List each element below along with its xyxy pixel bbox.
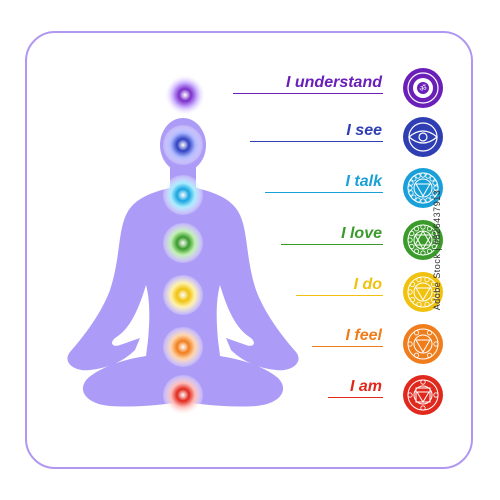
- chakra-line-third-eye: [250, 141, 383, 143]
- chakra-point-solar-plexus: [163, 275, 203, 315]
- chakra-line-root: [328, 397, 383, 399]
- chakra-line-solar-plexus: [296, 295, 383, 297]
- chakra-point-third-eye: [163, 125, 203, 165]
- chakra-point-root: [163, 375, 203, 415]
- watermark: Adobe Stock | #826437913: [431, 189, 442, 311]
- chakra-point-sacral: [163, 327, 203, 367]
- chakra-label-crown: I understand: [285, 74, 382, 91]
- third-eye-icon: [403, 117, 443, 157]
- root-icon: [403, 375, 443, 415]
- chakra-label-third-eye: I see: [346, 122, 382, 139]
- heart-icon: [403, 220, 443, 260]
- svg-text:ॐ: ॐ: [419, 84, 426, 93]
- chakra-label-solar-plexus: I do: [353, 276, 382, 293]
- frame-border: [25, 31, 473, 469]
- throat-icon: [403, 168, 443, 208]
- chakra-line-sacral: [312, 346, 383, 348]
- chakra-line-throat: [265, 192, 383, 194]
- chakra-line-heart: [281, 244, 383, 246]
- chakra-line-crown: [233, 93, 383, 95]
- sacral-icon: [403, 324, 443, 364]
- chakra-label-root: I am: [349, 378, 382, 395]
- chakra-label-sacral: I feel: [345, 327, 382, 344]
- chakra-point-throat: [163, 175, 203, 215]
- chakra-label-heart: I love: [341, 225, 382, 242]
- chakra-label-throat: I talk: [345, 173, 382, 190]
- chakra-point-crown: [165, 75, 205, 115]
- chakra-point-heart: [163, 223, 203, 263]
- solar-plexus-icon: [403, 272, 443, 312]
- om-icon: ॐ: [403, 68, 443, 108]
